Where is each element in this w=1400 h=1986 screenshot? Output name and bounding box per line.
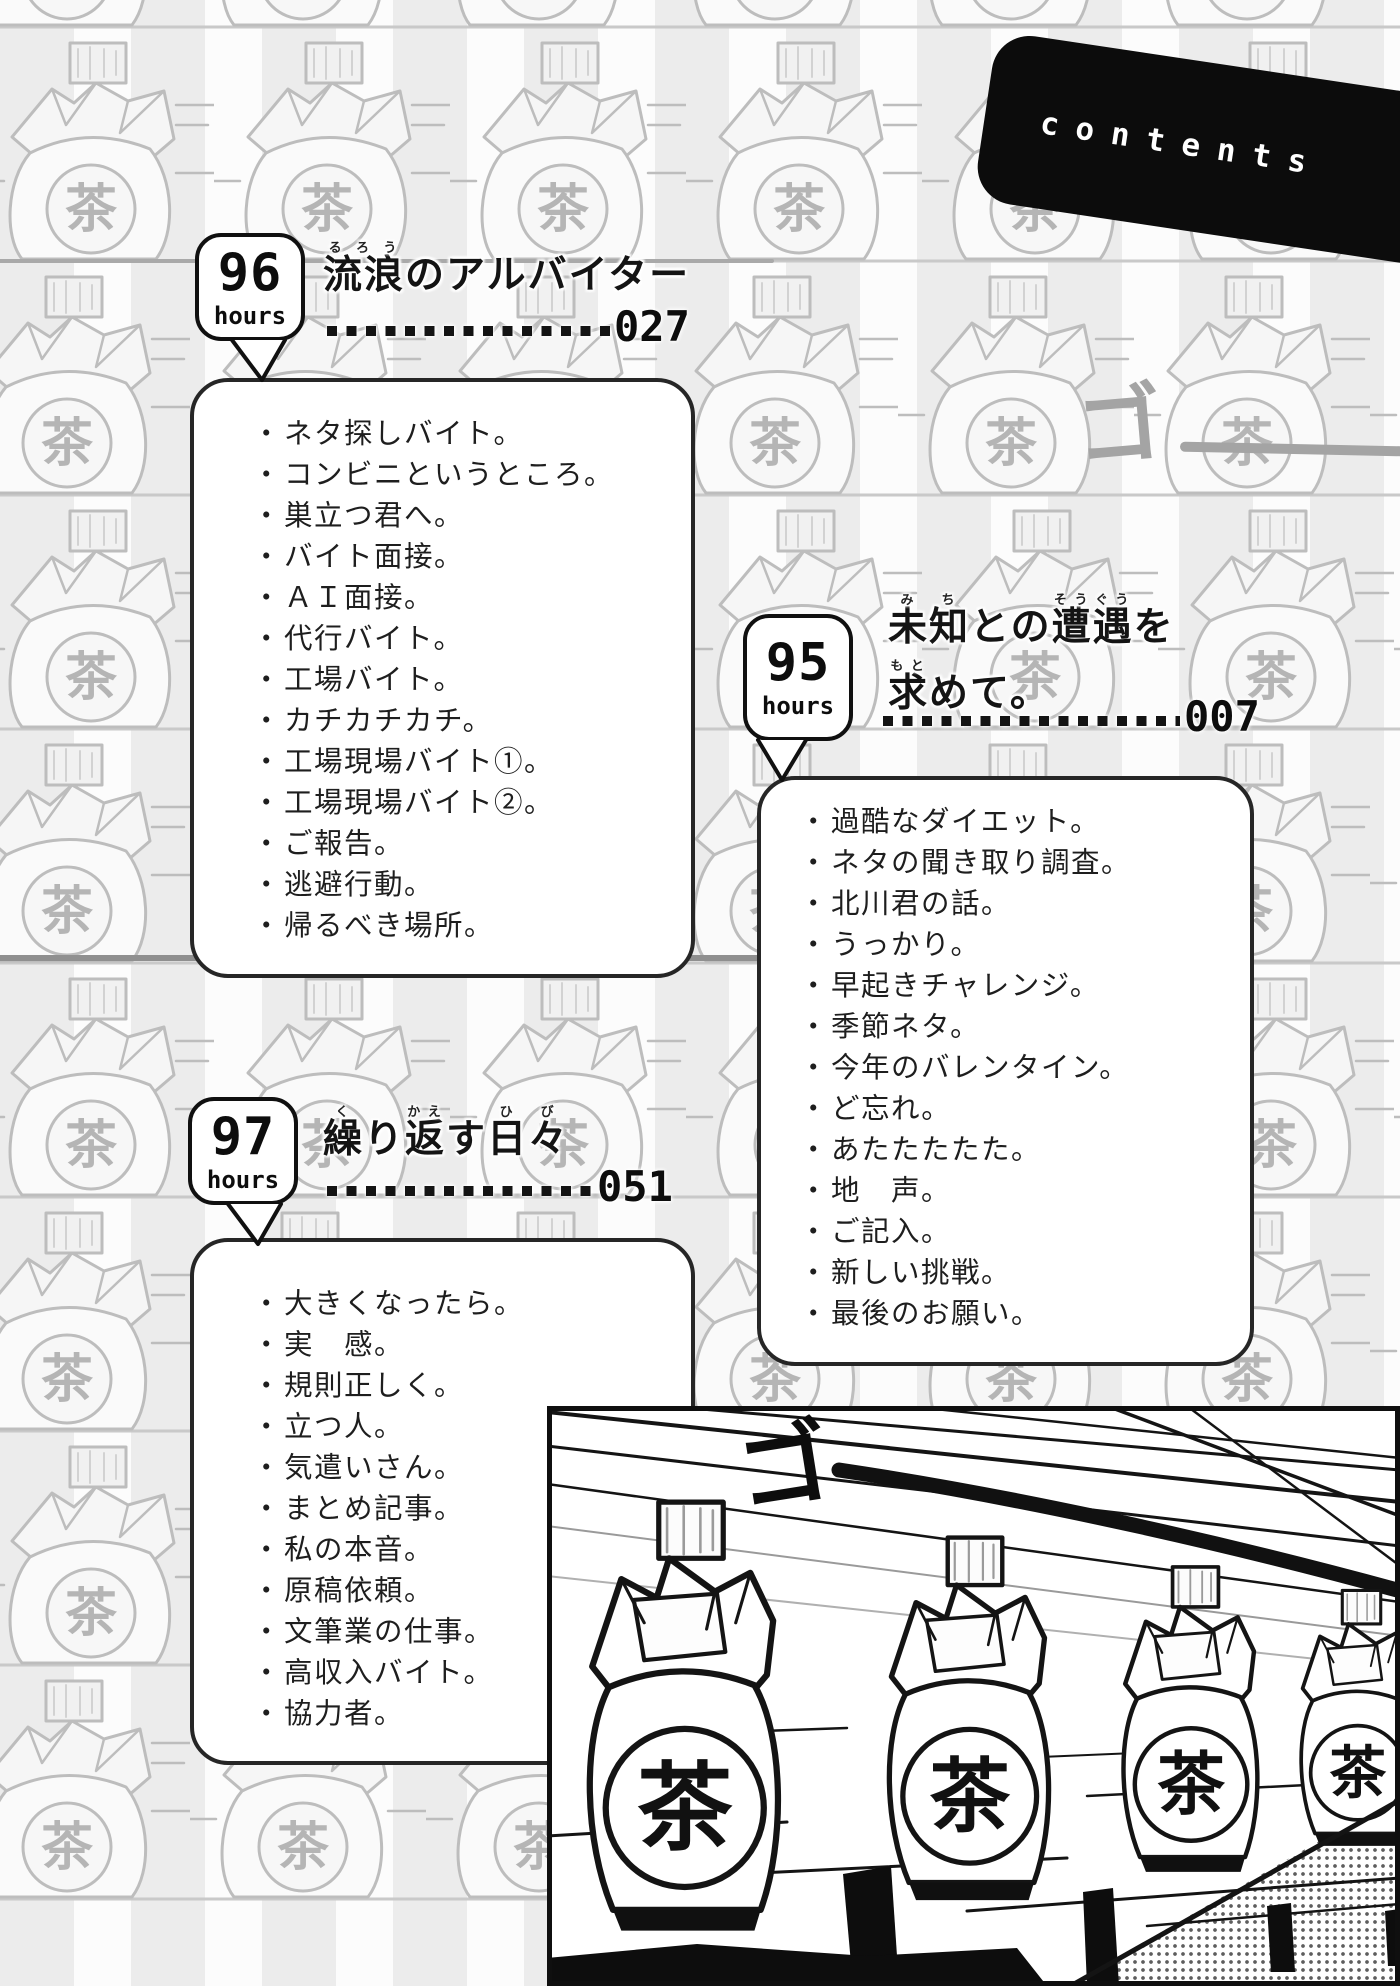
tea-bag-motif <box>1394 509 1400 729</box>
toc-item: ネタの聞き取り調査。 <box>799 843 1234 884</box>
tea-bag-icon <box>1123 1567 1257 1872</box>
toc-item: 工場現場バイト①。 <box>252 742 675 783</box>
tea-bag-motif <box>426 0 662 27</box>
toc-item: ＡＩ面接。 <box>252 578 675 619</box>
tea-bag-motif <box>1394 977 1400 1197</box>
toc-item: ど忘れ。 <box>799 1089 1234 1130</box>
toc-item: 実 感。 <box>252 1325 675 1366</box>
toc-item: コンビニというところ。 <box>252 455 675 496</box>
chapter-title: 流浪るろうのアルバイター <box>323 240 691 297</box>
toc-item: 過酷なダイエット。 <box>799 802 1234 843</box>
page-number: 027 <box>614 302 690 351</box>
tea-bag-motif <box>450 41 686 261</box>
tea-bag-motif <box>214 41 450 261</box>
manga-panel: 茶 <box>547 1406 1400 1986</box>
tea-bag-motif <box>0 1445 214 1665</box>
contents-badge: contents <box>972 30 1400 270</box>
hours-number: 97 <box>210 1106 276 1167</box>
tea-bag-motif <box>662 275 898 495</box>
hours-badge: 95 hours <box>743 614 853 741</box>
tea-bag-motif <box>0 275 190 495</box>
hours-badge: 96 hours <box>195 233 305 341</box>
toc-item: あたたたたた。 <box>799 1130 1234 1171</box>
tea-bag-motif <box>0 41 214 261</box>
toc-item: 新しい挑戦。 <box>799 1253 1234 1294</box>
toc-item: ネタ探しバイト。 <box>252 414 675 455</box>
tea-bag-motif <box>0 509 214 729</box>
tea-bag-motif <box>898 0 1134 27</box>
episode-list: ネタ探しバイト。コンビニというところ。巣立つ君へ。バイト面接。ＡＩ面接。代行バイ… <box>252 414 675 947</box>
panel-sfx-dash <box>831 1462 1400 1599</box>
tea-bag-motif <box>0 977 214 1197</box>
hours-unit: hours <box>761 692 835 720</box>
toc-item: 早起きチャレンジ。 <box>799 966 1234 1007</box>
toc-item: 北川君の話。 <box>799 884 1234 925</box>
page-number: 007 <box>1184 692 1260 741</box>
toc-item: 規則正しく。 <box>252 1366 675 1407</box>
sfx-go-gray: ゴ <box>1071 375 1167 479</box>
hours-number: 96 <box>217 242 283 303</box>
tea-bag-motif <box>1134 0 1370 27</box>
episode-list: 過酷なダイエット。ネタの聞き取り調査。北川君の話。うっかり。早起きチャレンジ。季… <box>799 802 1234 1335</box>
toc-item: 最後のお願い。 <box>799 1294 1234 1335</box>
toc-item: 工場バイト。 <box>252 660 675 701</box>
episode-list-box: ネタ探しバイト。コンビニというところ。巣立つ君へ。バイト面接。ＡＩ面接。代行バイ… <box>190 378 695 978</box>
toc-item: 逃避行動。 <box>252 865 675 906</box>
tea-bag-motif <box>0 743 190 963</box>
hours-unit: hours <box>206 1165 280 1194</box>
page-number: 051 <box>597 1162 673 1211</box>
hours-badge: 97 hours <box>188 1097 298 1205</box>
toc-item: 工場現場バイト②。 <box>252 783 675 824</box>
toc-item: 帰るべき場所。 <box>252 906 675 947</box>
tea-bag-motif <box>686 41 922 261</box>
tea-bag-motif <box>1370 0 1400 27</box>
tea-bag-motif <box>1370 275 1400 495</box>
leader: 051 <box>327 1166 673 1208</box>
hours-unit: hours <box>213 301 287 330</box>
contents-label: contents <box>1037 105 1326 184</box>
panel-sfx-go: ゴ <box>730 1411 837 1526</box>
panel-art: 茶 <box>547 1406 1400 1986</box>
toc-item: ご報告。 <box>252 824 675 865</box>
tea-bag-motif <box>662 0 898 27</box>
tea-bag-motif <box>190 0 426 27</box>
tea-bag-motif <box>1370 1211 1400 1431</box>
bottom-shadow <box>547 1944 1047 1986</box>
tea-bag-motif <box>0 1679 190 1899</box>
badge-tail <box>230 338 287 382</box>
toc-item: 大きくなったら。 <box>252 1284 675 1325</box>
sfx-dash-gray <box>1179 441 1400 457</box>
toc-item: 季節ネタ。 <box>799 1007 1234 1048</box>
episode-list-box: 過酷なダイエット。ネタの聞き取り調査。北川君の話。うっかり。早起きチャレンジ。季… <box>757 776 1254 1366</box>
tea-bag-motif <box>1134 275 1370 495</box>
tea-bag-icon <box>590 1502 778 1930</box>
leader-dots <box>883 716 1180 726</box>
tea-bag-icon <box>889 1538 1048 1901</box>
toc-item: うっかり。 <box>799 925 1234 966</box>
toc-item: ご記入。 <box>799 1212 1234 1253</box>
toc-item: カチカチカチ。 <box>252 701 675 742</box>
chapter-title: 繰くり返かえす日ひ々び <box>323 1104 570 1161</box>
leader-dots <box>327 326 610 336</box>
toc-item: 代行バイト。 <box>252 619 675 660</box>
toc-item: 今年のバレンタイン。 <box>799 1048 1234 1089</box>
tea-bag-motif <box>0 1211 190 1431</box>
badge-tail <box>226 1202 283 1246</box>
toc-item: バイト面接。 <box>252 537 675 578</box>
leader: 027 <box>327 306 690 348</box>
leader-dots <box>327 1186 593 1196</box>
toc-item: 巣立つ君へ。 <box>252 496 675 537</box>
tea-bag-motif <box>0 0 190 27</box>
badge-tail <box>756 738 808 782</box>
leader: 007 <box>883 696 1260 738</box>
hours-number: 95 <box>765 633 831 693</box>
tea-bag-motif <box>1370 743 1400 963</box>
toc-item: 地 声。 <box>799 1171 1234 1212</box>
